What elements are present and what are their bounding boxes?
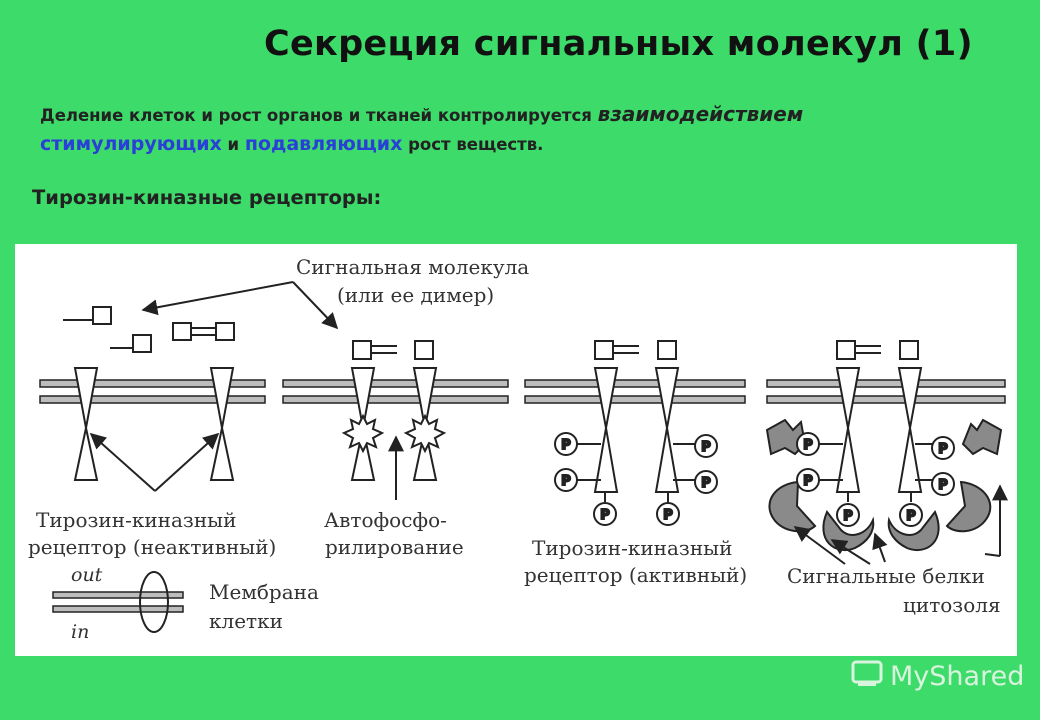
intro-and: и (221, 135, 245, 154)
label-autophos-line2: рилирование (325, 535, 464, 559)
label-out: out (71, 564, 103, 586)
inactive-pointer-arrows (89, 432, 220, 492)
receptor-pair-4 (835, 367, 923, 493)
bound-signal-dimer-2 (352, 340, 434, 360)
intro-suppressing: подавляющих (244, 133, 403, 155)
cytosol-pointer-arrows (793, 484, 1008, 565)
membrane-segment-3 (524, 379, 746, 404)
phosphate-groups-3 (554, 432, 718, 526)
membrane-segment-4 (766, 379, 1006, 404)
label-inactive-line2: рецептор (неактивный) (28, 535, 276, 559)
membrane-segment-2 (282, 379, 509, 404)
section-subheading: Тирозин-киназные рецепторы: (32, 186, 381, 209)
label-active-line2: рецептор (активный) (524, 563, 747, 587)
signal-molecule-label: Сигнальная молекула (или ее димер) (296, 255, 529, 307)
intro-rest: рост веществ. (402, 135, 544, 154)
label-membrane-line2: клетки (209, 609, 283, 633)
subheading-text: Тирозин-киназные рецепторы (32, 186, 374, 209)
label-in: in (71, 621, 89, 643)
autophosphorylation-burst-icons (341, 413, 447, 454)
label-signal-line1: Сигнальная молекула (296, 255, 529, 279)
inactive-receptor-right (209, 367, 235, 481)
free-signal-molecules (63, 306, 235, 353)
label-active-line1: Тирозин-киназный (532, 536, 732, 560)
watermark: MyShared (850, 658, 1024, 695)
subheading-colon: : (373, 186, 382, 209)
intro-part1: Деление клеток и рост органов и тканей к… (40, 106, 598, 125)
label-cytosol-line1: Сигнальные белки (787, 564, 985, 588)
intro-emphasis: взаимодействием (597, 102, 804, 126)
bound-signal-dimer-3 (594, 340, 677, 360)
receptor-diagram: P Тирозин-киназный рецептор (неактивный)… (15, 244, 1017, 656)
receptor-pair-3 (593, 367, 680, 493)
inactive-receptor-left (73, 367, 99, 481)
intro-text: Деление клеток и рост органов и тканей к… (40, 100, 1000, 159)
label-signal-line2: (или ее димер) (337, 283, 494, 307)
watermark-text: MyShared (890, 661, 1025, 692)
membrane-legend: out in Мембрана клетки (52, 564, 319, 643)
receptor-pair-2 (350, 367, 438, 481)
watermark-logo-icon (850, 658, 884, 695)
page-title: Секреция сигнальных молекул (1) (264, 24, 973, 64)
label-autophos-line1: Автофосфо- (324, 508, 447, 532)
bound-signal-dimer-4 (836, 340, 919, 360)
phosphate-groups-4 (796, 432, 955, 527)
membrane-segment-1 (39, 379, 266, 404)
intro-stimulating: стимулирующих (40, 133, 222, 155)
label-membrane-line1: Мембрана (209, 580, 319, 604)
signal-pointer-arrows (141, 281, 339, 330)
label-inactive-line1: Тирозин-киназный (36, 508, 236, 532)
label-cytosol-line2: цитозоля (903, 593, 1001, 617)
